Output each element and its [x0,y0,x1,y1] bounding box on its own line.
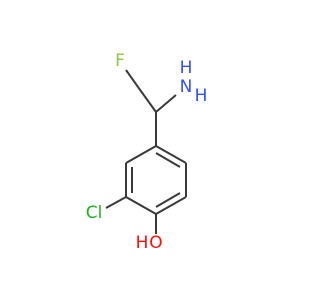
bond-ring-c6-c1-double [155,152,181,168]
bond-ch-n [155,94,177,113]
atom-label-nh-h: H [195,86,208,106]
atom-label-f: F [115,51,125,71]
bond-ring-c1-c2 [125,145,157,164]
structure-diagram: F N H H Cl O H [86,51,208,253]
atom-label-o: O [149,233,162,253]
atom-label-cl: Cl [86,203,103,223]
bond-ring-c4-c5-double [155,192,181,208]
atom-label-nh-h2: H [180,58,193,78]
bond-ch2-f [125,69,139,88]
bonds [105,69,187,234]
bond-ring-c4-c5 [155,196,187,215]
atom-label-oh-h: H [136,233,149,253]
atom-labels: F N H H Cl O H [86,51,208,253]
bond-ring-c6-c1 [155,145,187,164]
bond-ring-cl [105,196,127,209]
atom-label-n: N [180,77,193,97]
bond-ring-c3-c4 [125,196,157,215]
bond-ch2-ch [137,86,157,113]
